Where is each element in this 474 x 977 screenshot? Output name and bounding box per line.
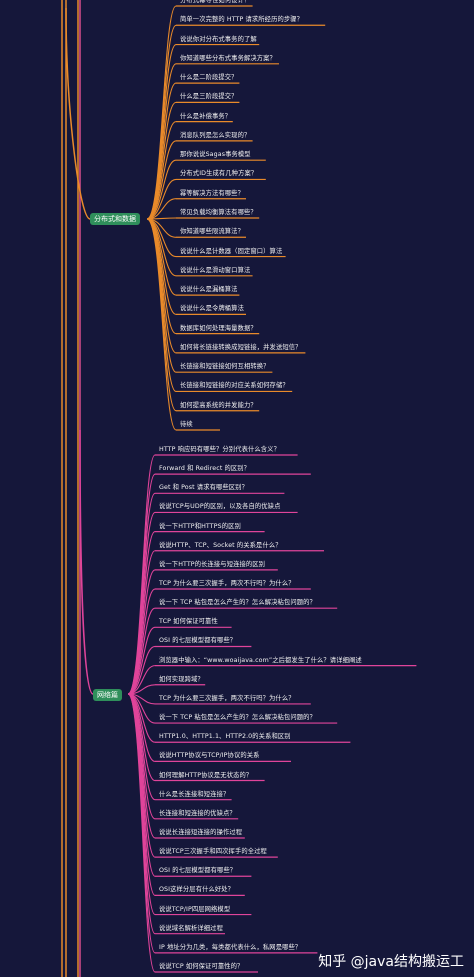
leaf-node-network-6[interactable]: 说一下HTTP的长连接与短连接的区别	[159, 560, 266, 568]
leaf-connector	[146, 121, 177, 220]
leaf-node-network-2[interactable]: Get 和 Post 请求有哪些区别？	[159, 484, 248, 492]
leaf-node-network-9[interactable]: TCP 如何保证可靠性	[159, 618, 218, 626]
branch-node-network[interactable]: 网络篇	[93, 689, 122, 701]
leaf-node-network-13[interactable]: TCP 为什么要三次握手，两次不行吗？为什么？	[159, 694, 295, 702]
leaf-node-network-19[interactable]: 长连接和短连接的优缺点？	[159, 809, 236, 817]
leaf-node-network-0[interactable]: HTTP 响应码有哪些？分别代表什么含义？	[159, 446, 280, 453]
leaf-node-network-16[interactable]: 说说HTTP协议与TCP/IP协议的关系	[159, 752, 260, 760]
leaf-node-distributed-22[interactable]: 待续	[180, 421, 193, 428]
leaf-node-distributed-14[interactable]: 说说什么是滑动窗口算法	[180, 266, 251, 274]
leaf-connector	[146, 178, 177, 220]
leaf-node-distributed-13[interactable]: 说说什么是计数器（固定窗口）算法	[180, 247, 283, 255]
leaf-node-distributed-20[interactable]: 长链接和短链接的对应关系如何存储？	[180, 382, 289, 390]
leaf-connector	[146, 198, 177, 220]
mindmap-trunks	[61, 0, 81, 977]
leaf-node-network-14[interactable]: 说一下 TCP 粘包是怎么产生的？怎么解决粘包问题的？	[159, 714, 316, 722]
leaf-connector	[127, 588, 156, 695]
leaf-node-network-21[interactable]: 说说TCP三次握手和四次挥手的全过程	[159, 848, 267, 856]
leaf-node-distributed-11[interactable]: 常见负载均衡算法有哪些？	[180, 209, 257, 216]
leaf-connector	[146, 140, 177, 220]
leaf-node-network-15[interactable]: HTTP1.0、HTTP1.1、HTTP2.0的关系和区别	[159, 733, 291, 741]
leaf-node-network-11[interactable]: 浏览器中输入：“www.woaijava.com”之后都发生了什么？请详细阐述	[159, 656, 362, 664]
leaf-node-network-22[interactable]: OSI 的七层模型都有哪些？	[159, 867, 237, 875]
leaf-node-network-8[interactable]: 说一下 TCP 粘包是怎么产生的？怎么解决粘包问题的？	[159, 599, 316, 607]
leaf-node-network-26[interactable]: IP 地址分为几类，每类都代表什么，私网是哪些？	[159, 943, 302, 951]
leaf-node-network-17[interactable]: 如何理解HTTP协议是无状态的？	[159, 771, 253, 779]
leaf-node-distributed-6[interactable]: 什么是补偿事务？	[180, 112, 232, 120]
leaf-node-distributed-21[interactable]: 如何提高系统的并发能力？	[180, 401, 257, 409]
leaf-node-distributed-9[interactable]: 分布式ID生成有几种方案？	[180, 170, 258, 178]
mindmap-edges	[65, 5, 417, 973]
leaf-node-distributed-4[interactable]: 什么是二阶段提交？	[180, 74, 238, 82]
watermark: 知乎 @java结构搬运工	[318, 954, 464, 970]
leaf-node-distributed-2[interactable]: 说说你对分布式事务的了解	[180, 35, 257, 43]
leaf-node-distributed-19[interactable]: 长链接和短链接如何互相转换？	[180, 363, 270, 371]
leaf-node-network-20[interactable]: 说说长连接短连接的操作过程	[159, 828, 243, 836]
leaf-connector	[127, 569, 156, 695]
leaf-node-distributed-1[interactable]: 简单一次完整的 HTTP 请求所经历的步骤？	[180, 16, 304, 24]
leaf-node-distributed-8[interactable]: 那你说说Sagas事务模型	[180, 151, 251, 159]
leaf-node-distributed-17[interactable]: 数据库如何处理海量数据？	[180, 324, 257, 332]
leaf-connector	[127, 645, 156, 695]
leaf-node-distributed-10[interactable]: 幂等解决方法有哪些？	[180, 189, 244, 197]
leaf-node-network-27[interactable]: 说说TCP 如何保证可靠性的？	[159, 963, 244, 970]
leaf-node-distributed-7[interactable]: 消息队列是怎么实现的？	[180, 131, 251, 139]
leaf-node-distributed-12[interactable]: 你知道哪些限流算法？	[180, 228, 244, 236]
branch-connector	[79, 429, 94, 695]
leaf-node-network-18[interactable]: 什么是长连接和短连接？	[159, 790, 230, 798]
leaf-node-distributed-15[interactable]: 说说什么是漏桶算法	[180, 286, 238, 294]
leaf-node-distributed-5[interactable]: 什么是三阶段提交？	[180, 93, 238, 101]
leaf-node-distributed-3[interactable]: 你知道哪些分布式事务解决方案？	[180, 54, 276, 62]
leaf-node-network-23[interactable]: OSI这样分层有什么好处？	[159, 886, 235, 894]
leaf-node-network-1[interactable]: Forward 和 Redirect 的区别？	[159, 465, 251, 473]
leaf-node-distributed-16[interactable]: 说说什么是令牌桶算法	[180, 305, 244, 313]
leaf-node-network-4[interactable]: 说一下HTTP和HTTPS的区别	[159, 522, 241, 530]
leaf-node-network-3[interactable]: 说说TCP与UDP的区别，以及各自的优缺点	[159, 503, 281, 511]
leaf-connector	[127, 693, 156, 973]
branch-node-distributed[interactable]: 分布式和数据	[90, 213, 140, 225]
leaf-node-network-5[interactable]: 说说HTTP、TCP、Socket 的关系是什么？	[159, 541, 282, 549]
leaf-node-network-25[interactable]: 说说域名解析详细过程	[159, 924, 223, 932]
leaf-node-distributed-18[interactable]: 如何将长链接转换成短链接，并发送短信？	[180, 343, 302, 351]
leaf-connector	[146, 82, 177, 220]
leaf-node-network-7[interactable]: TCP 为什么要三次握手，两次不行吗？为什么？	[159, 580, 295, 588]
leaf-connector	[146, 218, 177, 431]
leaf-node-network-24[interactable]: 说说TCP/IP四层网络模型	[159, 905, 231, 913]
leaf-connector	[127, 607, 156, 695]
leaf-connector	[127, 665, 156, 695]
leaf-node-distributed-0[interactable]: 分布式幂等性如何设计？	[180, 0, 251, 4]
leaf-node-network-10[interactable]: OSI 的七层模型都有哪些？	[159, 637, 237, 645]
leaf-connector	[146, 101, 177, 220]
leaf-node-network-12[interactable]: 如何实现跨域？	[159, 675, 204, 683]
branch-connector	[65, 7, 91, 220]
